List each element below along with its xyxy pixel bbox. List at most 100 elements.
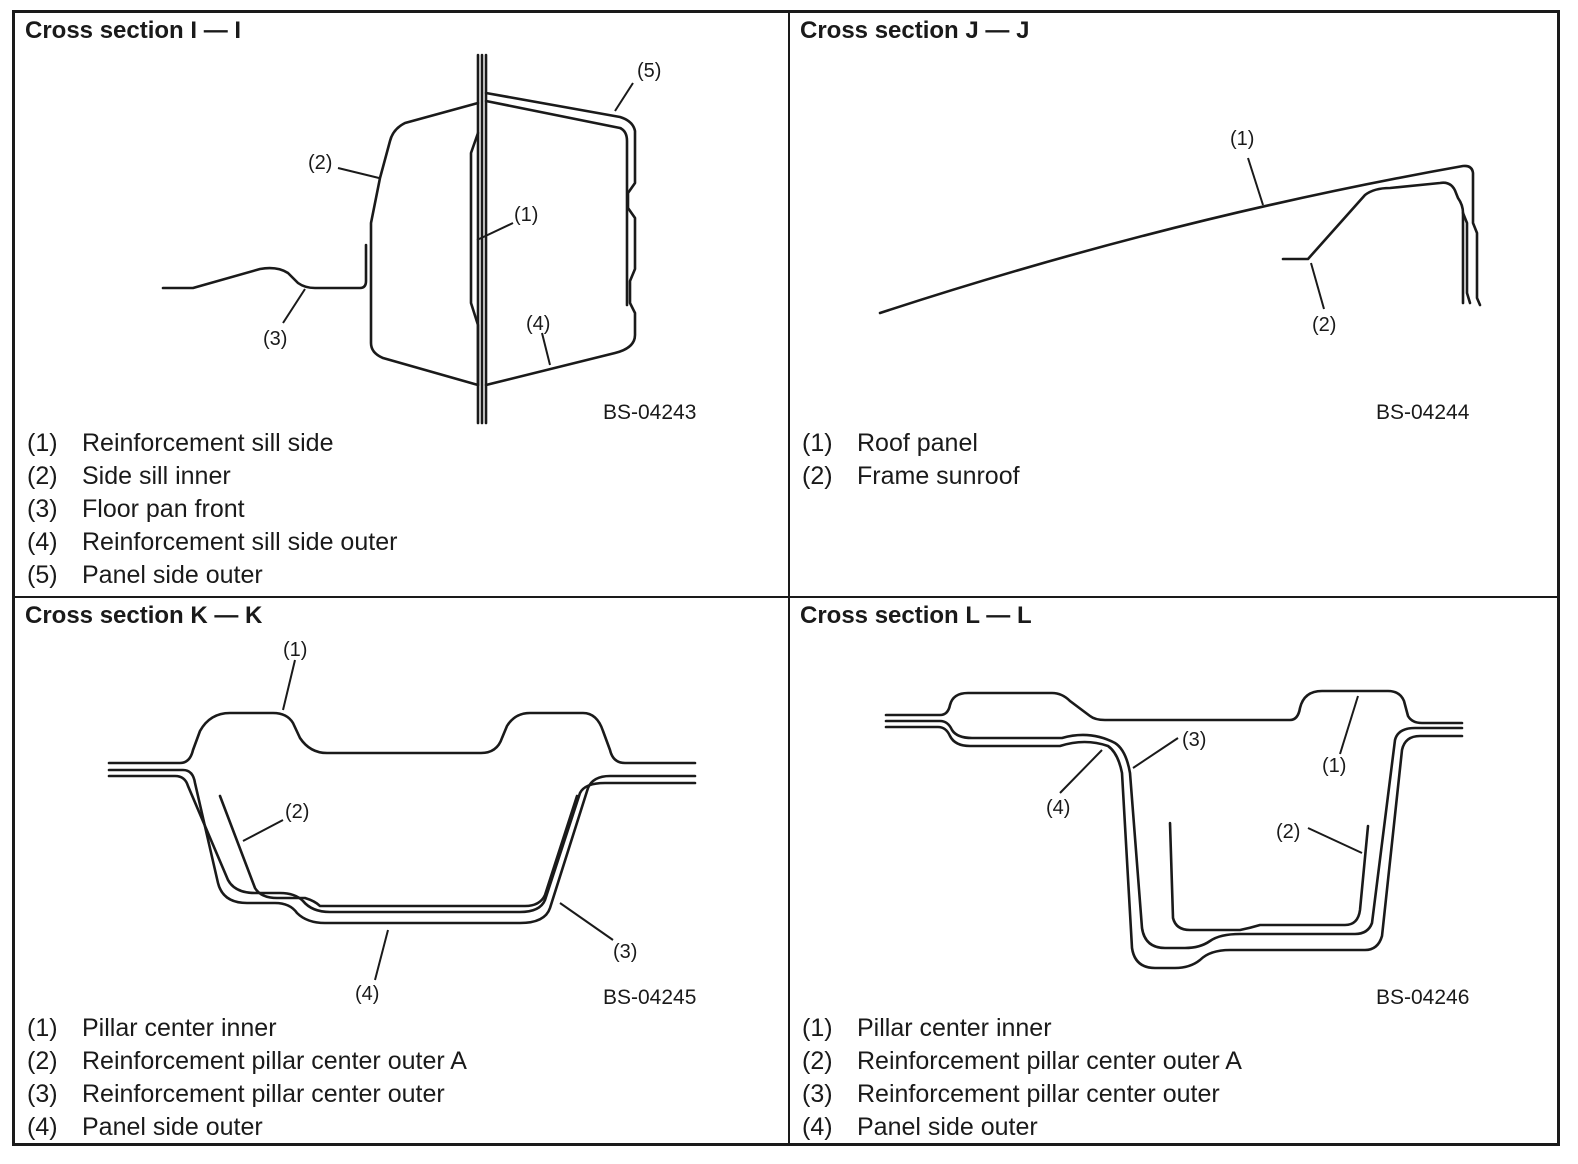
legend-list: (1)Pillar center inner (2) Reinforcement … <box>27 1012 467 1144</box>
legend-label: Reinforcement sill side outer <box>82 528 398 556</box>
callout-5: (5) <box>637 60 661 82</box>
legend-item: (5)Panel side outer <box>27 559 397 592</box>
figure-code: BS-04245 <box>603 986 697 1009</box>
roof-panel-line <box>878 164 1482 315</box>
leader-4 <box>374 929 389 981</box>
callout-1: (1) <box>1322 755 1346 777</box>
legend-item: (3) Floor pan front <box>27 493 397 526</box>
callout-2: (2) <box>1276 821 1300 843</box>
legend-item: (1)Reinforcement sill side <box>27 427 397 460</box>
figure-code: BS-04243 <box>603 401 697 424</box>
legend-number: (1) <box>802 429 833 457</box>
legend-number: (2) <box>27 462 58 490</box>
legend-label: Frame sunroof <box>857 462 1020 490</box>
callout-2: (2) <box>1312 314 1336 336</box>
leader-2 <box>1310 262 1325 310</box>
reinforcement-pillar-center-outer-line <box>884 719 1464 950</box>
legend-number: (3) <box>802 1080 833 1108</box>
panel-section-i: Cross section I — I (5) (2) (1) <box>15 13 788 596</box>
legend-label: Reinforcement pillar center outer <box>857 1080 1220 1108</box>
leader-3 <box>282 288 306 324</box>
panel-title: Cross section I — I <box>25 17 242 44</box>
legend-number: (1) <box>27 1014 58 1042</box>
panel-section-j: Cross section J — J (1) (2) BS-04244 (1)… <box>790 13 1557 596</box>
legend-item: (4) Reinforcement sill side outer <box>27 526 397 559</box>
legend-item: (3) Reinforcement pillar center outer <box>27 1078 467 1111</box>
leader-1 <box>282 659 296 711</box>
legend-number: (2) <box>802 462 833 490</box>
reinforcement-pillar-center-outer-a-line <box>218 794 579 908</box>
legend-item: (3) Reinforcement pillar center outer <box>802 1078 1242 1111</box>
legend-item: (2)Reinforcement pillar center outer A <box>802 1045 1242 1078</box>
legend-label: Side sill inner <box>82 462 231 490</box>
callout-3: (3) <box>613 941 637 963</box>
legend-label: Panel side outer <box>82 1113 263 1141</box>
callout-1: (1) <box>514 204 538 226</box>
legend-number: (1) <box>27 429 58 457</box>
leader-2 <box>337 167 380 179</box>
callout-4: (4) <box>355 983 379 1005</box>
legend-item: (4) Panel side outer <box>27 1111 467 1144</box>
callout-4: (4) <box>526 313 550 335</box>
legend-number: (2) <box>27 1047 58 1075</box>
leader-2 <box>1307 827 1363 854</box>
legend-item: (1)Pillar center inner <box>802 1012 1242 1045</box>
reinforcement-sill-side-outer-line <box>484 91 637 387</box>
diagram-sheet: Cross section I — I (5) (2) (1) <box>12 10 1560 1146</box>
callout-4: (4) <box>1046 797 1070 819</box>
legend-item: (1) Roof panel <box>802 427 1020 460</box>
figure-code: BS-04246 <box>1376 986 1470 1009</box>
legend-label: Reinforcement pillar center outer <box>82 1080 445 1108</box>
legend-number: (4) <box>802 1113 833 1141</box>
legend-label: Floor pan front <box>82 495 245 523</box>
leader-1 <box>476 222 514 241</box>
legend-label: Pillar center inner <box>857 1014 1052 1042</box>
leader-3 <box>1132 737 1179 769</box>
side-sill-inner-line <box>369 101 480 387</box>
legend-item: (4)Panel side outer <box>802 1111 1242 1144</box>
legend-item: (2) Frame sunroof <box>802 460 1020 493</box>
callout-3: (3) <box>263 328 287 350</box>
legend-label: Reinforcement pillar center outer A <box>857 1047 1242 1075</box>
callout-1: (1) <box>1230 128 1254 150</box>
reinforcement-pillar-center-outer-line <box>107 774 697 914</box>
section-i-drawing: (5) (2) (1) (3) (4) <box>161 53 661 425</box>
legend-number: (5) <box>27 561 58 589</box>
legend-item: (1)Pillar center inner <box>27 1012 467 1045</box>
pillar-center-inner-line <box>107 711 697 765</box>
legend-list: (1)Reinforcement sill side (2) Side sill … <box>27 427 397 592</box>
panel-side-outer-line <box>884 725 1464 970</box>
reinforcement-pillar-center-outer-a-line <box>1168 821 1370 932</box>
figure-code: BS-04244 <box>1376 401 1470 424</box>
callout-1: (1) <box>283 639 307 661</box>
callout-2: (2) <box>285 801 309 823</box>
leader-4 <box>1059 749 1103 794</box>
legend-item: (2) Side sill inner <box>27 460 397 493</box>
callout-2: (2) <box>308 152 332 174</box>
legend-label: Roof panel <box>857 429 978 457</box>
legend-number: (3) <box>27 495 58 523</box>
panel-title: Cross section L — L <box>800 602 1032 629</box>
legend-number: (4) <box>27 1113 58 1141</box>
leader-5 <box>614 82 634 112</box>
leader-4 <box>541 332 551 366</box>
panel-section-l: Cross section L — L (1) (2) (3) (4) BS-0… <box>790 598 1557 1143</box>
pillar-center-inner-line <box>884 689 1464 725</box>
legend-list: (1) Roof panel (2) Frame sunroof <box>802 427 1020 493</box>
reinforcement-sill-side-line <box>469 131 480 387</box>
panel-section-k: Cross section K — K (1) (2) (3) (4) BS-0… <box>15 598 788 1143</box>
legend-number: (4) <box>27 528 58 556</box>
panel-side-outer-line <box>107 768 697 925</box>
legend-number: (3) <box>27 1080 58 1108</box>
legend-label: Reinforcement pillar center outer A <box>82 1047 467 1075</box>
leader-3 <box>559 902 614 941</box>
floor-pan-front-line <box>161 243 368 290</box>
section-l-drawing: (1) (2) (3) (4) <box>884 689 1464 970</box>
frame-sunroof-line <box>1281 181 1465 305</box>
leader-1 <box>1247 157 1264 206</box>
leader-1 <box>1339 695 1359 755</box>
leader-2 <box>242 819 284 842</box>
section-j-drawing: (1) (2) <box>878 128 1482 336</box>
frame-sunroof-line <box>1461 211 1472 305</box>
section-k-drawing: (1) (2) (3) (4) <box>107 639 697 1005</box>
